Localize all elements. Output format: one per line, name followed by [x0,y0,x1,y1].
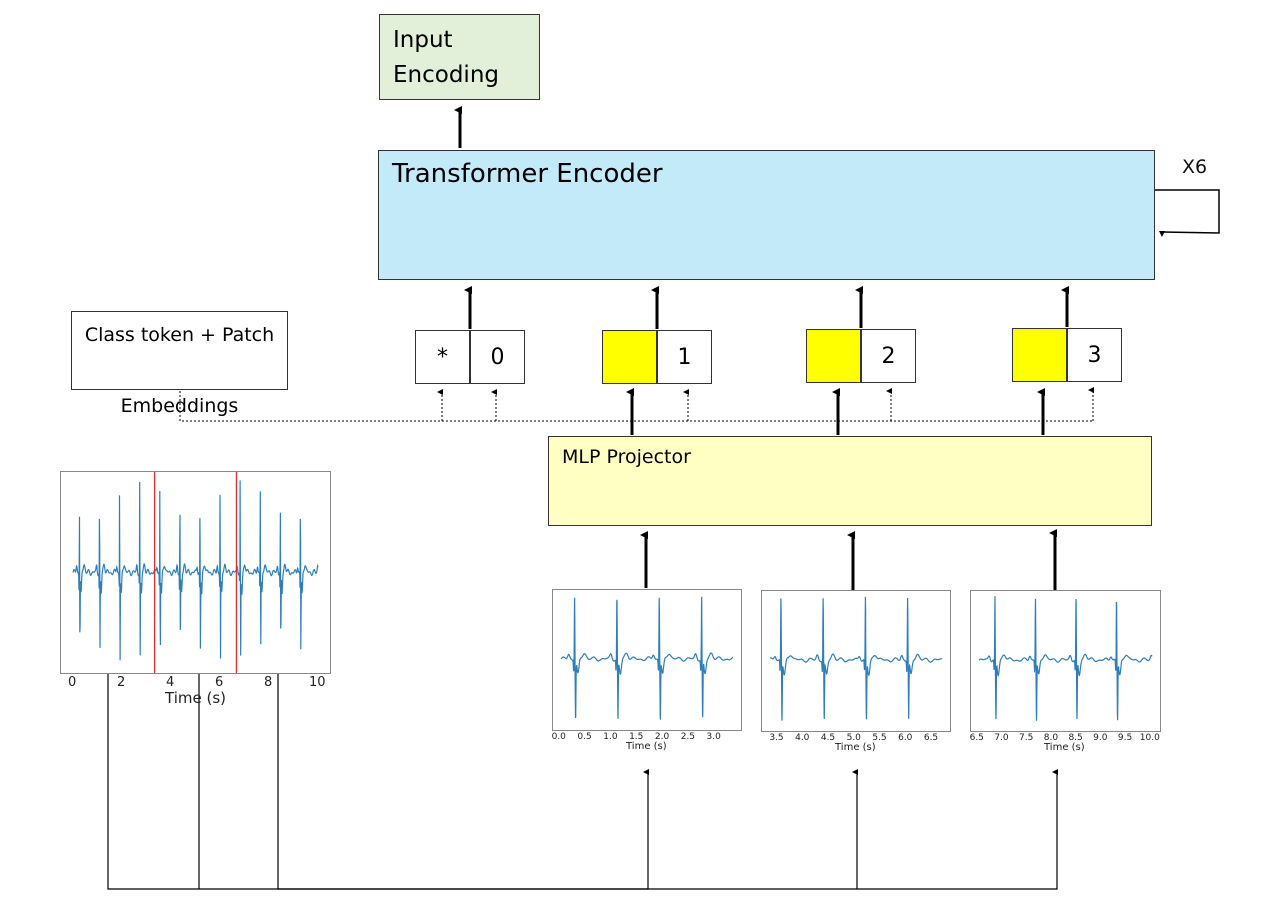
repeat-loop [1155,189,1220,237]
patch-plot-1-xlabel: Time (s) [626,741,667,752]
patch-plot-3-xtick: 8.0 [1043,733,1059,743]
route-segment-3 [277,672,858,890]
repeat-count-label: X6 [1182,156,1208,178]
patch-plot-2-xtick: 3.5 [769,733,784,743]
full-ecg-xtick: 2 [117,675,126,690]
transformer-encoder-box: Transformer Encoder [378,150,1155,280]
position-index-1: 1 [657,330,712,384]
position-index-0: 0 [470,330,525,384]
position-index-2: 2 [861,329,916,383]
full-ecg-xtick: 4 [166,675,175,690]
patch-plot-1-xtick: 3.0 [706,732,721,742]
transformer-encoder-label: Transformer Encoder [392,159,663,189]
patch-plot-2-xtick: 6.0 [898,733,913,743]
patch-plot-1-xtick: 0.5 [577,732,592,742]
patch-plot-3-xtick: 7.0 [994,733,1009,743]
patch-plot-2-xlabel: Time (s) [835,742,876,753]
patch-embedding-3 [1012,328,1067,382]
position-index-3: 3 [1067,328,1122,382]
patch-plot-2-xtick: 4.0 [795,733,810,743]
patch-plot-3-xtick: 7.5 [1019,733,1034,743]
full-ecg-xlabel: Time (s) [165,689,226,707]
patch-plot-1-xtick: 1.5 [629,732,644,742]
full-ecg-xtick: 6 [215,675,224,690]
ecg-signal-line [769,596,943,721]
patch-plot-1-xtick: 0.0 [551,732,566,742]
patch-plot-2 [761,590,951,732]
patch-plot-3-xtick: 10.0 [1139,733,1160,743]
patch-plot-1 [552,589,742,731]
full-ecg-xtick: 8 [264,675,273,690]
patch-plot-1-xtick: 2.5 [680,732,696,742]
patch-plot-2-xtick: 5.5 [872,733,887,743]
ecg-signal-line [72,480,319,661]
full-ecg-trace [72,472,319,673]
patch-plot-3-xtick: 9.5 [1117,733,1133,743]
dotted-embedding-line [179,391,1093,422]
mlp-projector-label: MLP Projector [562,446,691,468]
full-ecg-xtick: 0 [68,675,77,690]
patch-plot-3-xlabel: Time (s) [1044,742,1085,753]
patch-plot-2-xtick: 4.5 [820,733,836,743]
patch-plot-2-xtick: 5.0 [846,733,861,743]
patch-plot-3 [970,590,1161,732]
patch-plot-1-xtick: 1.0 [603,732,618,742]
ecg-signal-line [560,596,734,720]
ecg-signal-line [978,596,1153,721]
patch-plot-3-xtick: 8.5 [1068,733,1083,743]
patch-plot-2-trace [769,596,943,721]
patch-plot-2-xtick: 6.5 [923,733,939,743]
patch-embedding-2 [806,329,861,383]
mlp-projector-box: MLP Projector [548,436,1152,526]
patch-plot-3-trace [978,596,1153,721]
class-token-cell: * [415,330,470,384]
patch-plot-1-trace [560,596,734,720]
full-ecg-plot [60,471,331,674]
patch-plot-1-xtick: 2.0 [654,732,670,742]
patch-plot-3-xtick: 9.0 [1093,733,1108,743]
patch-plot-3-xtick: 6.5 [969,733,984,743]
patch-embedding-1 [602,330,657,384]
full-ecg-xtick: 10 [309,675,326,690]
